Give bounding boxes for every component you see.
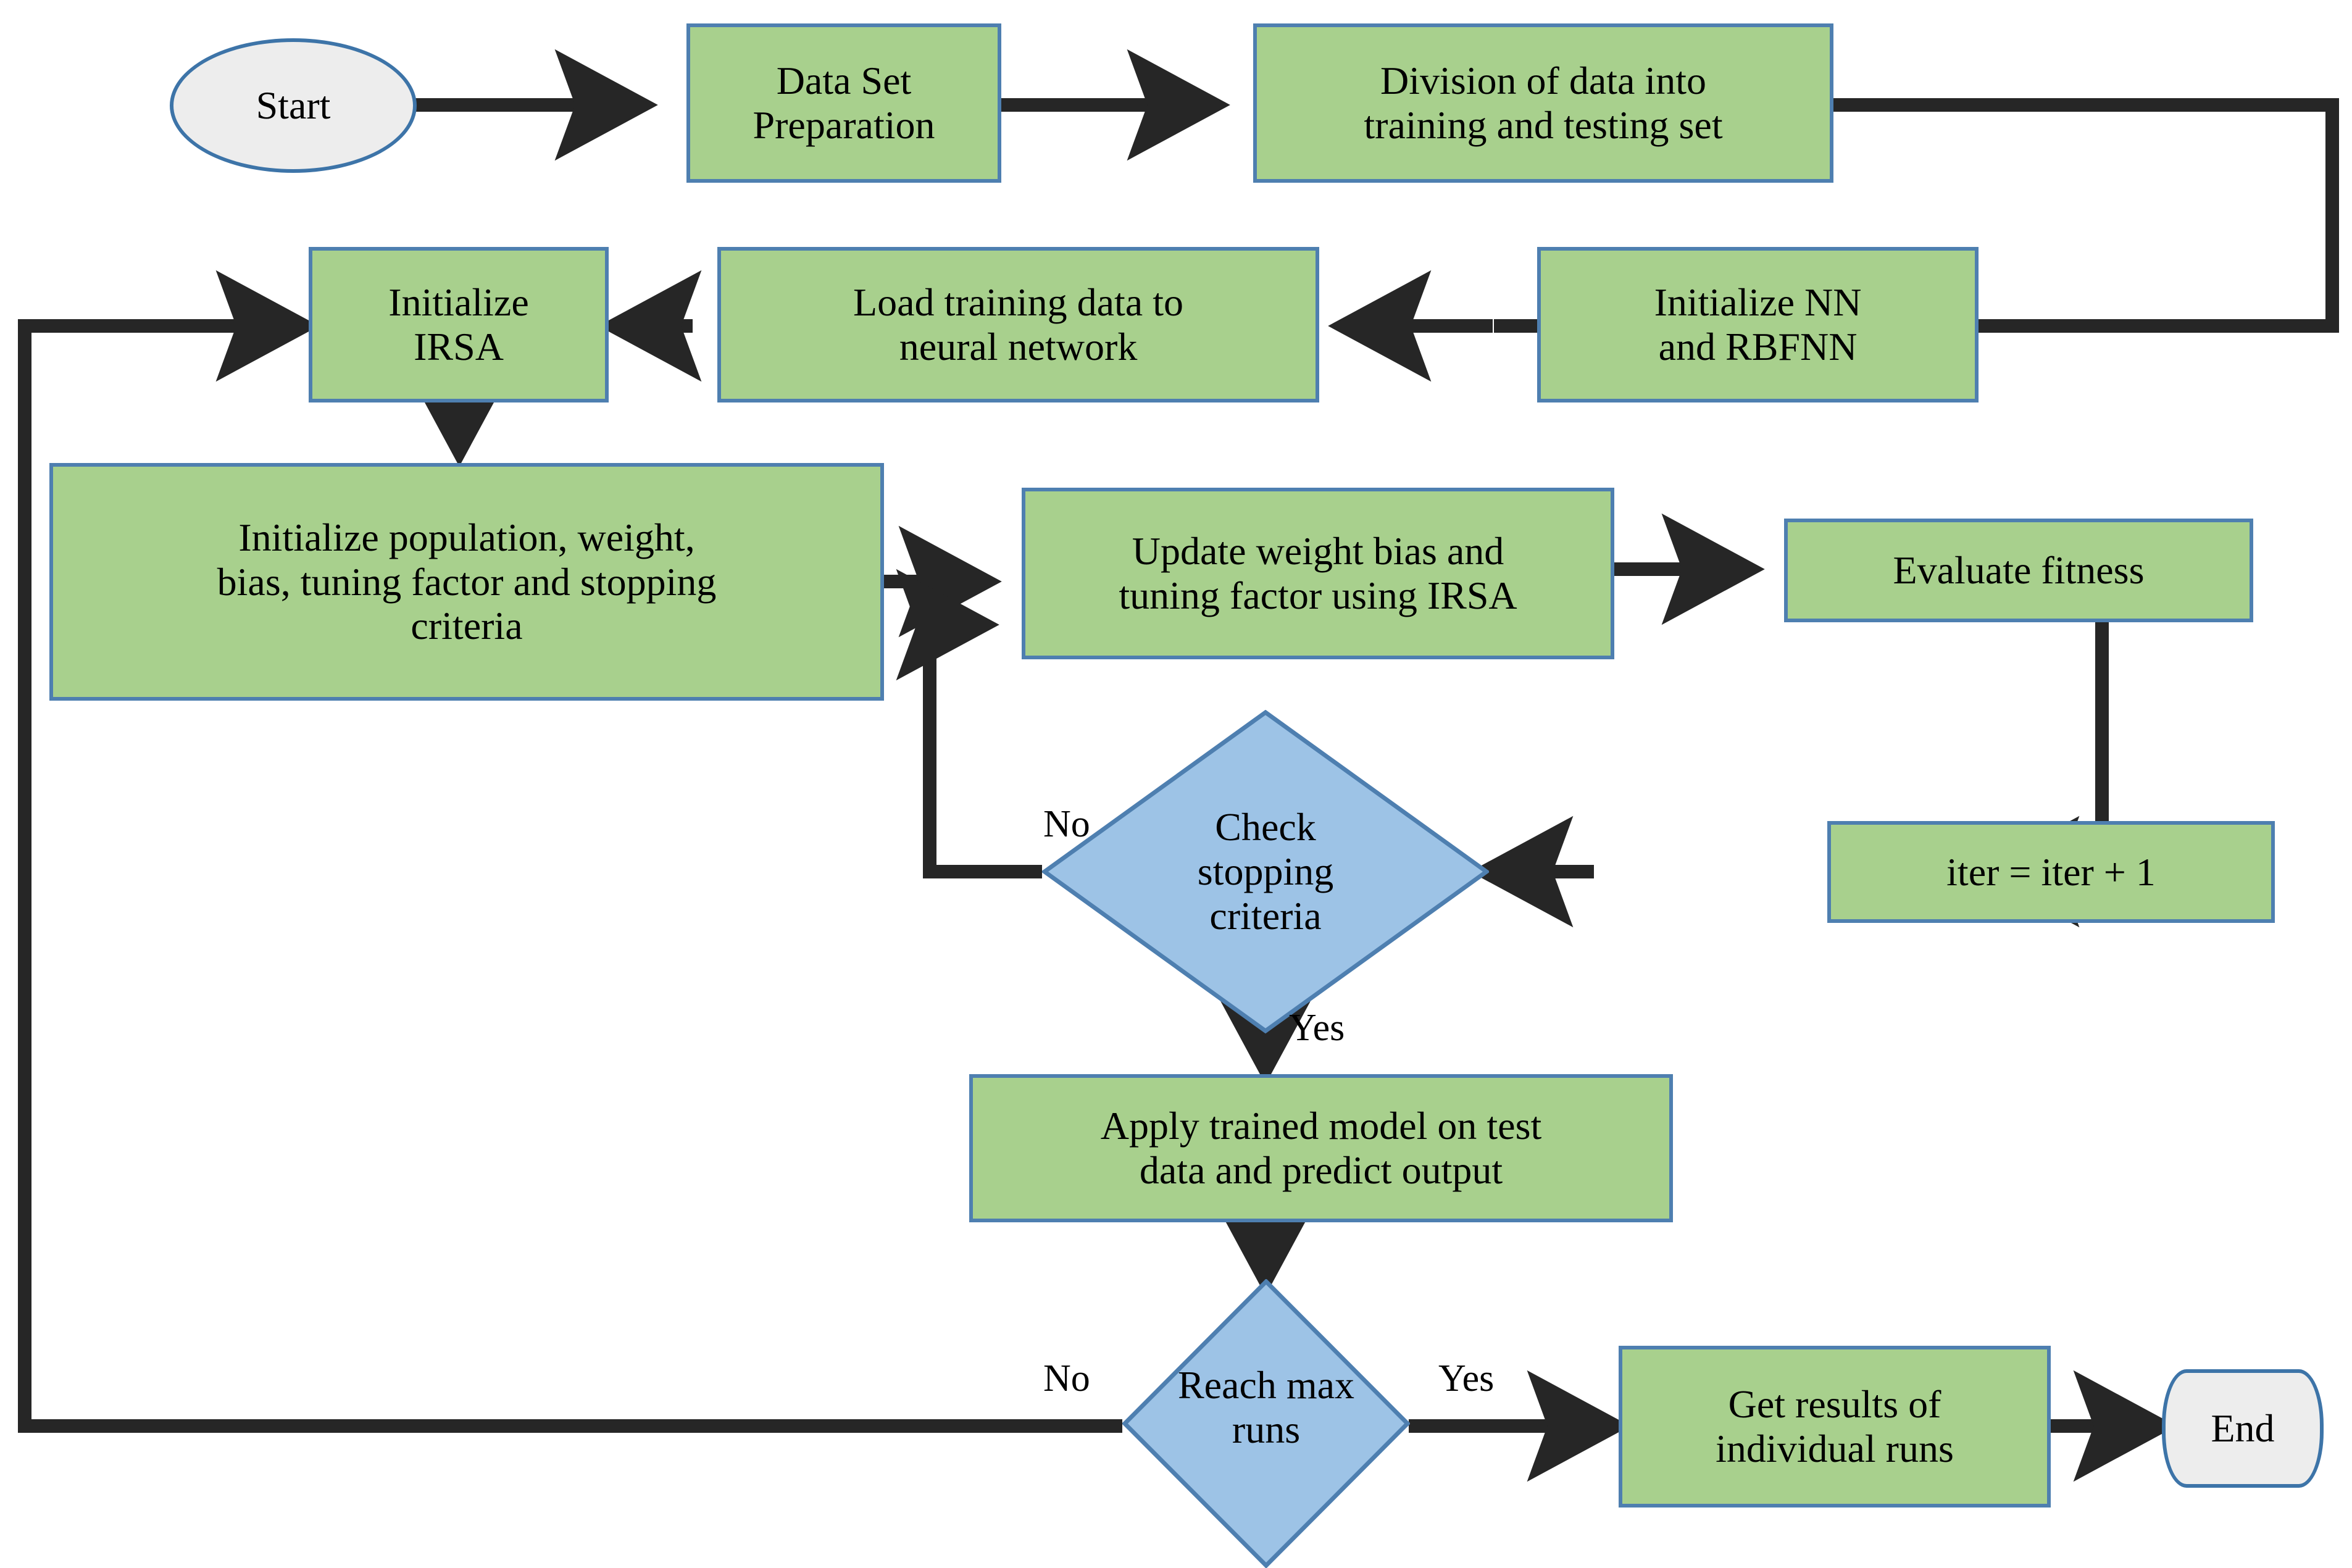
edge-label-check-yes: Yes <box>1289 1007 1345 1049</box>
edge-label-runs-no: No <box>1043 1357 1090 1399</box>
edge-division-to-initnn <box>1516 98 2339 382</box>
edge-check-no-to-update <box>896 569 1042 878</box>
node-evaluate-fitness[interactable]: Evaluate fitness <box>1784 519 2253 622</box>
node-end[interactable]: End <box>2162 1369 2324 1488</box>
node-iter-increment-label: iter = iter + 1 <box>1946 849 2156 894</box>
check-stopping-criteria-shape <box>1041 709 1490 1034</box>
edge-runs-no-to-initirsa <box>18 270 1122 1433</box>
node-iter-increment[interactable]: iter = iter + 1 <box>1827 821 2275 923</box>
node-initialize-population[interactable]: Initialize population, weight,bias, tuni… <box>49 463 884 701</box>
node-initialize-population-label: Initialize population, weight,bias, tuni… <box>217 515 717 648</box>
edge-label-runs-yes: Yes <box>1438 1357 1495 1399</box>
edge-label-check-no: No <box>1043 803 1090 845</box>
reach-max-runs-shape <box>1122 1278 1411 1568</box>
node-start-label: Start <box>256 83 331 128</box>
node-evaluate-fitness-label: Evaluate fitness <box>1893 548 2145 593</box>
node-start[interactable]: Start <box>170 38 417 173</box>
node-end-label: End <box>2211 1406 2275 1451</box>
